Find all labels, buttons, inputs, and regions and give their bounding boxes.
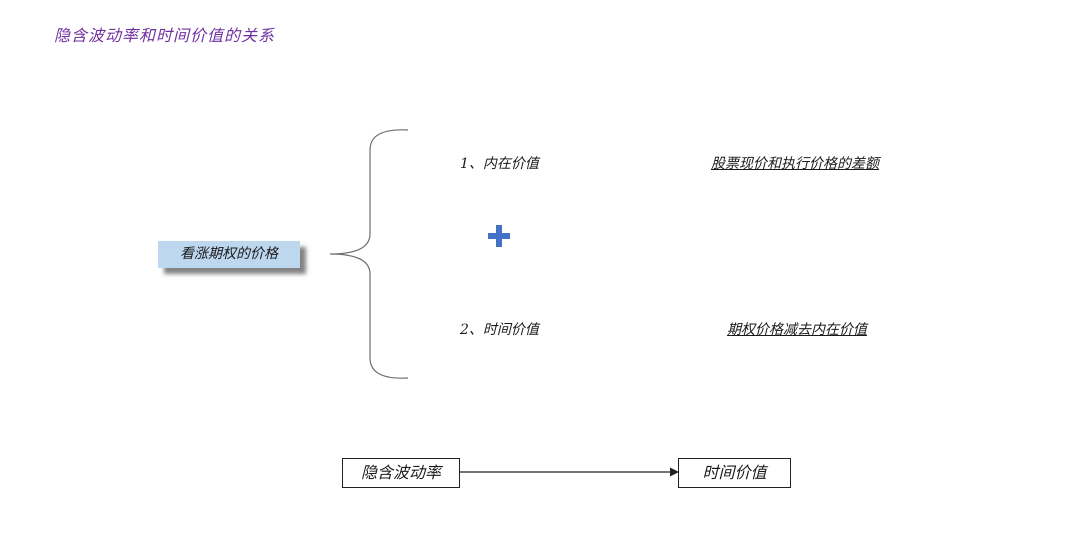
call-option-price-box: 看涨期权的价格 — [158, 241, 300, 268]
time-value-label: 2、时间价值 — [460, 322, 539, 338]
curly-brace — [329, 129, 409, 379]
arrow-right-icon — [460, 467, 679, 477]
implied-volatility-box: 隐含波动率 — [342, 458, 460, 488]
intrinsic-value-label: 1、内在价值 — [460, 156, 539, 172]
plus-icon — [488, 225, 510, 247]
page-title: 隐含波动率和时间价值的关系 — [54, 26, 276, 45]
intrinsic-value-definition: 股票现价和执行价格的差额 — [711, 156, 879, 172]
time-value-box: 时间价值 — [678, 458, 791, 488]
time-value-definition: 期权价格减去内在价值 — [727, 322, 867, 338]
